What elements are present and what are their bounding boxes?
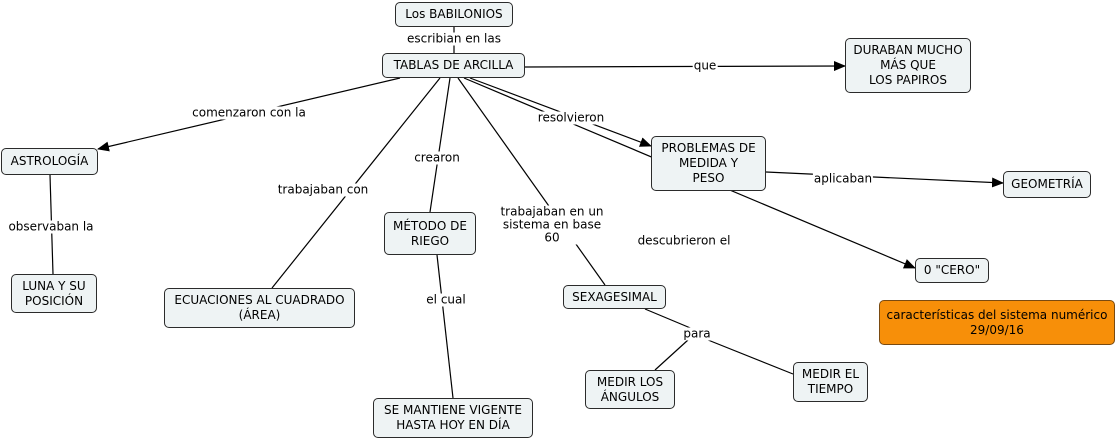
connector-tablas-duraban [524,61,846,72]
link-label-escribian: escribian en las [406,31,502,46]
connector-tablas-ecuaciones [271,77,441,289]
concept-duraban-mucho[interactable]: DURABAN MUCHO MÁS QUE LOS PAPIROS [845,38,971,93]
connector-problemas-geometria [765,171,1004,188]
link-label-crearon: crearon [413,150,461,165]
concept-cero[interactable]: 0 "CERO" [915,258,989,283]
connector-para-tiempo [707,339,794,375]
link-label-el-cual: el cual [425,292,467,307]
connector-tablas-sexagesimal [457,77,606,286]
connector-para-angulos [654,339,689,371]
connector-tablas-metodo [429,77,451,213]
link-label-comenzaron: comenzaron con la [191,105,307,120]
link-label-descubrieron: descubrieron el [636,233,732,248]
link-label-aplicaban: aplicaban [812,171,874,186]
link-label-observaban: observaban la [7,219,95,234]
concept-ecuaciones-cuadrado[interactable]: ECUACIONES AL CUADRADO (ÁREA) [164,288,355,328]
concept-medir-tiempo[interactable]: MEDIR EL TIEMPO [793,362,868,402]
concept-sexagesimal[interactable]: SEXAGESIMAL [563,285,666,309]
link-label-trabajaban-con: trabajaban con [276,182,370,197]
concept-medir-angulos[interactable]: MEDIR LOS ÁNGULOS [585,370,675,409]
concept-geometria[interactable]: GEOMETRÍA [1003,171,1091,198]
link-label-que: que [692,58,718,73]
link-label-resolvieron: resolvieron [536,110,606,125]
concept-luna-posicion[interactable]: LUNA Y SU POSICIÓN [11,274,97,313]
connector-metodo-vigente [436,254,454,399]
concept-vigente-hoy[interactable]: SE MANTIENE VIGENTE HASTA HOY EN DÍA [373,398,533,438]
concept-metodo-riego[interactable]: MÉTODO DE RIEGO [384,212,476,255]
link-label-para: para [682,326,712,341]
concept-astrologia[interactable]: ASTROLOGÍA [1,148,98,175]
concept-tablas-de-arcilla[interactable]: TABLAS DE ARCILLA [382,53,525,78]
link-label-trabajaban-sistema: trabajaban en un sistema en base 60 [499,204,605,245]
concept-problemas-medida-peso[interactable]: PROBLEMAS DE MEDIDA Y PESO [651,136,766,191]
concept-babilonios[interactable]: Los BABILONIOS [395,2,513,27]
concept-caracteristicas-sistema[interactable]: características del sistema numérico 29/… [879,300,1115,345]
